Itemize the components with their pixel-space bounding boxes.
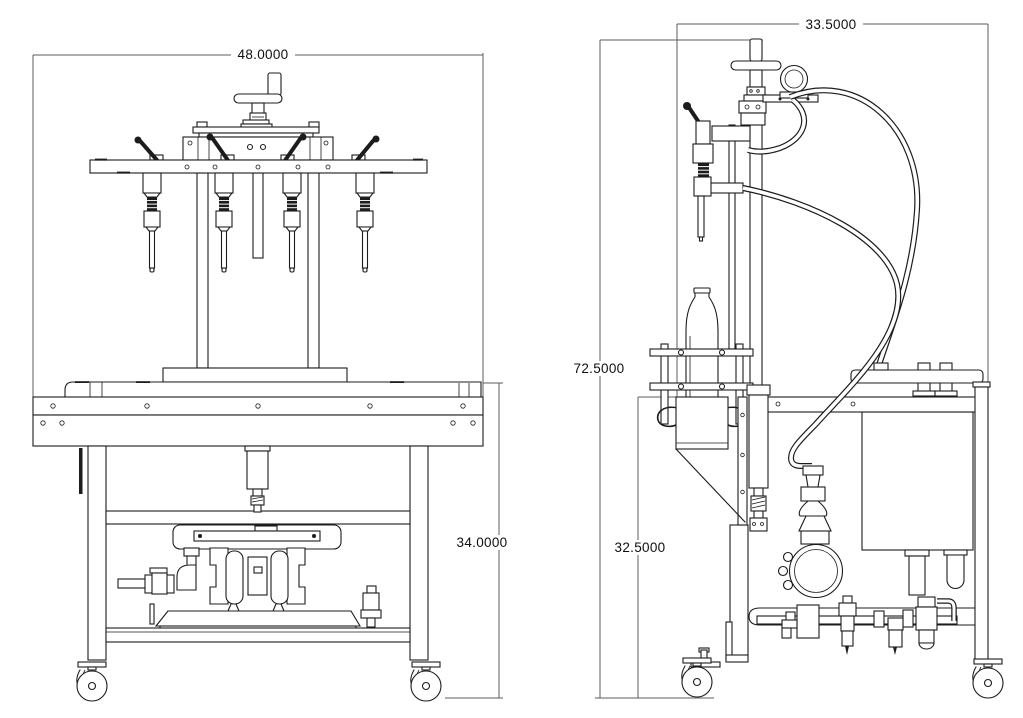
casters-front: [76, 661, 442, 702]
nozzle-3: [282, 172, 302, 273]
casters-side: [681, 657, 1004, 699]
dim-overall-depth: 33.5000: [806, 17, 857, 32]
head-plate-front: [182, 121, 334, 161]
crank-handle-front: [233, 72, 283, 130]
pneumatic-cylinder-side: [746, 384, 771, 532]
supply-hoses: [742, 87, 921, 469]
main-column-side: [749, 99, 763, 388]
check-valve-side: [798, 465, 828, 517]
side-view: 33.5000 72.5000 32.5000: [567, 17, 1004, 699]
nozzle-bar-front: [89, 158, 428, 174]
filling-nozzle-side: [683, 102, 751, 242]
side-dimension-text: 33.5000 72.5000 32.5000: [567, 17, 863, 555]
conveyor-table-front: [32, 367, 484, 447]
caster-front-left: [76, 661, 108, 702]
caster-front-right: [410, 661, 442, 702]
tank-hose-fitting: [873, 362, 889, 371]
nozzle-4: [355, 172, 375, 273]
caster-side-right: [972, 658, 1004, 699]
support-columns-front: [196, 172, 320, 369]
front-dimension-text: 48.0000 34.0000: [231, 47, 512, 550]
crank-handle-side: [730, 38, 782, 126]
dim-overall-height: 72.5000: [574, 361, 625, 376]
pump-side: [777, 515, 844, 639]
bottle-station-side: [649, 287, 754, 526]
frame-legs-front: [79, 445, 429, 661]
nozzle-2: [214, 172, 234, 273]
front-dimension-lines: [32, 53, 503, 699]
nozzle-1: [142, 172, 162, 273]
nozzle-slide-rod: [728, 124, 736, 350]
supply-tank-side: [850, 362, 984, 596]
inlet-valve-front: [117, 547, 200, 595]
dim-overall-width: 48.0000: [238, 47, 289, 62]
side-dimension-lines: [595, 23, 989, 699]
lower-shelf-front: [105, 627, 411, 643]
pump-assembly-front: [172, 524, 342, 612]
dim-table-height: 34.0000: [457, 535, 508, 550]
dim-frame-height: 32.5000: [615, 540, 666, 555]
front-view: 48.0000 34.0000: [32, 47, 512, 702]
head-drive-cylinder-front: [244, 445, 271, 513]
